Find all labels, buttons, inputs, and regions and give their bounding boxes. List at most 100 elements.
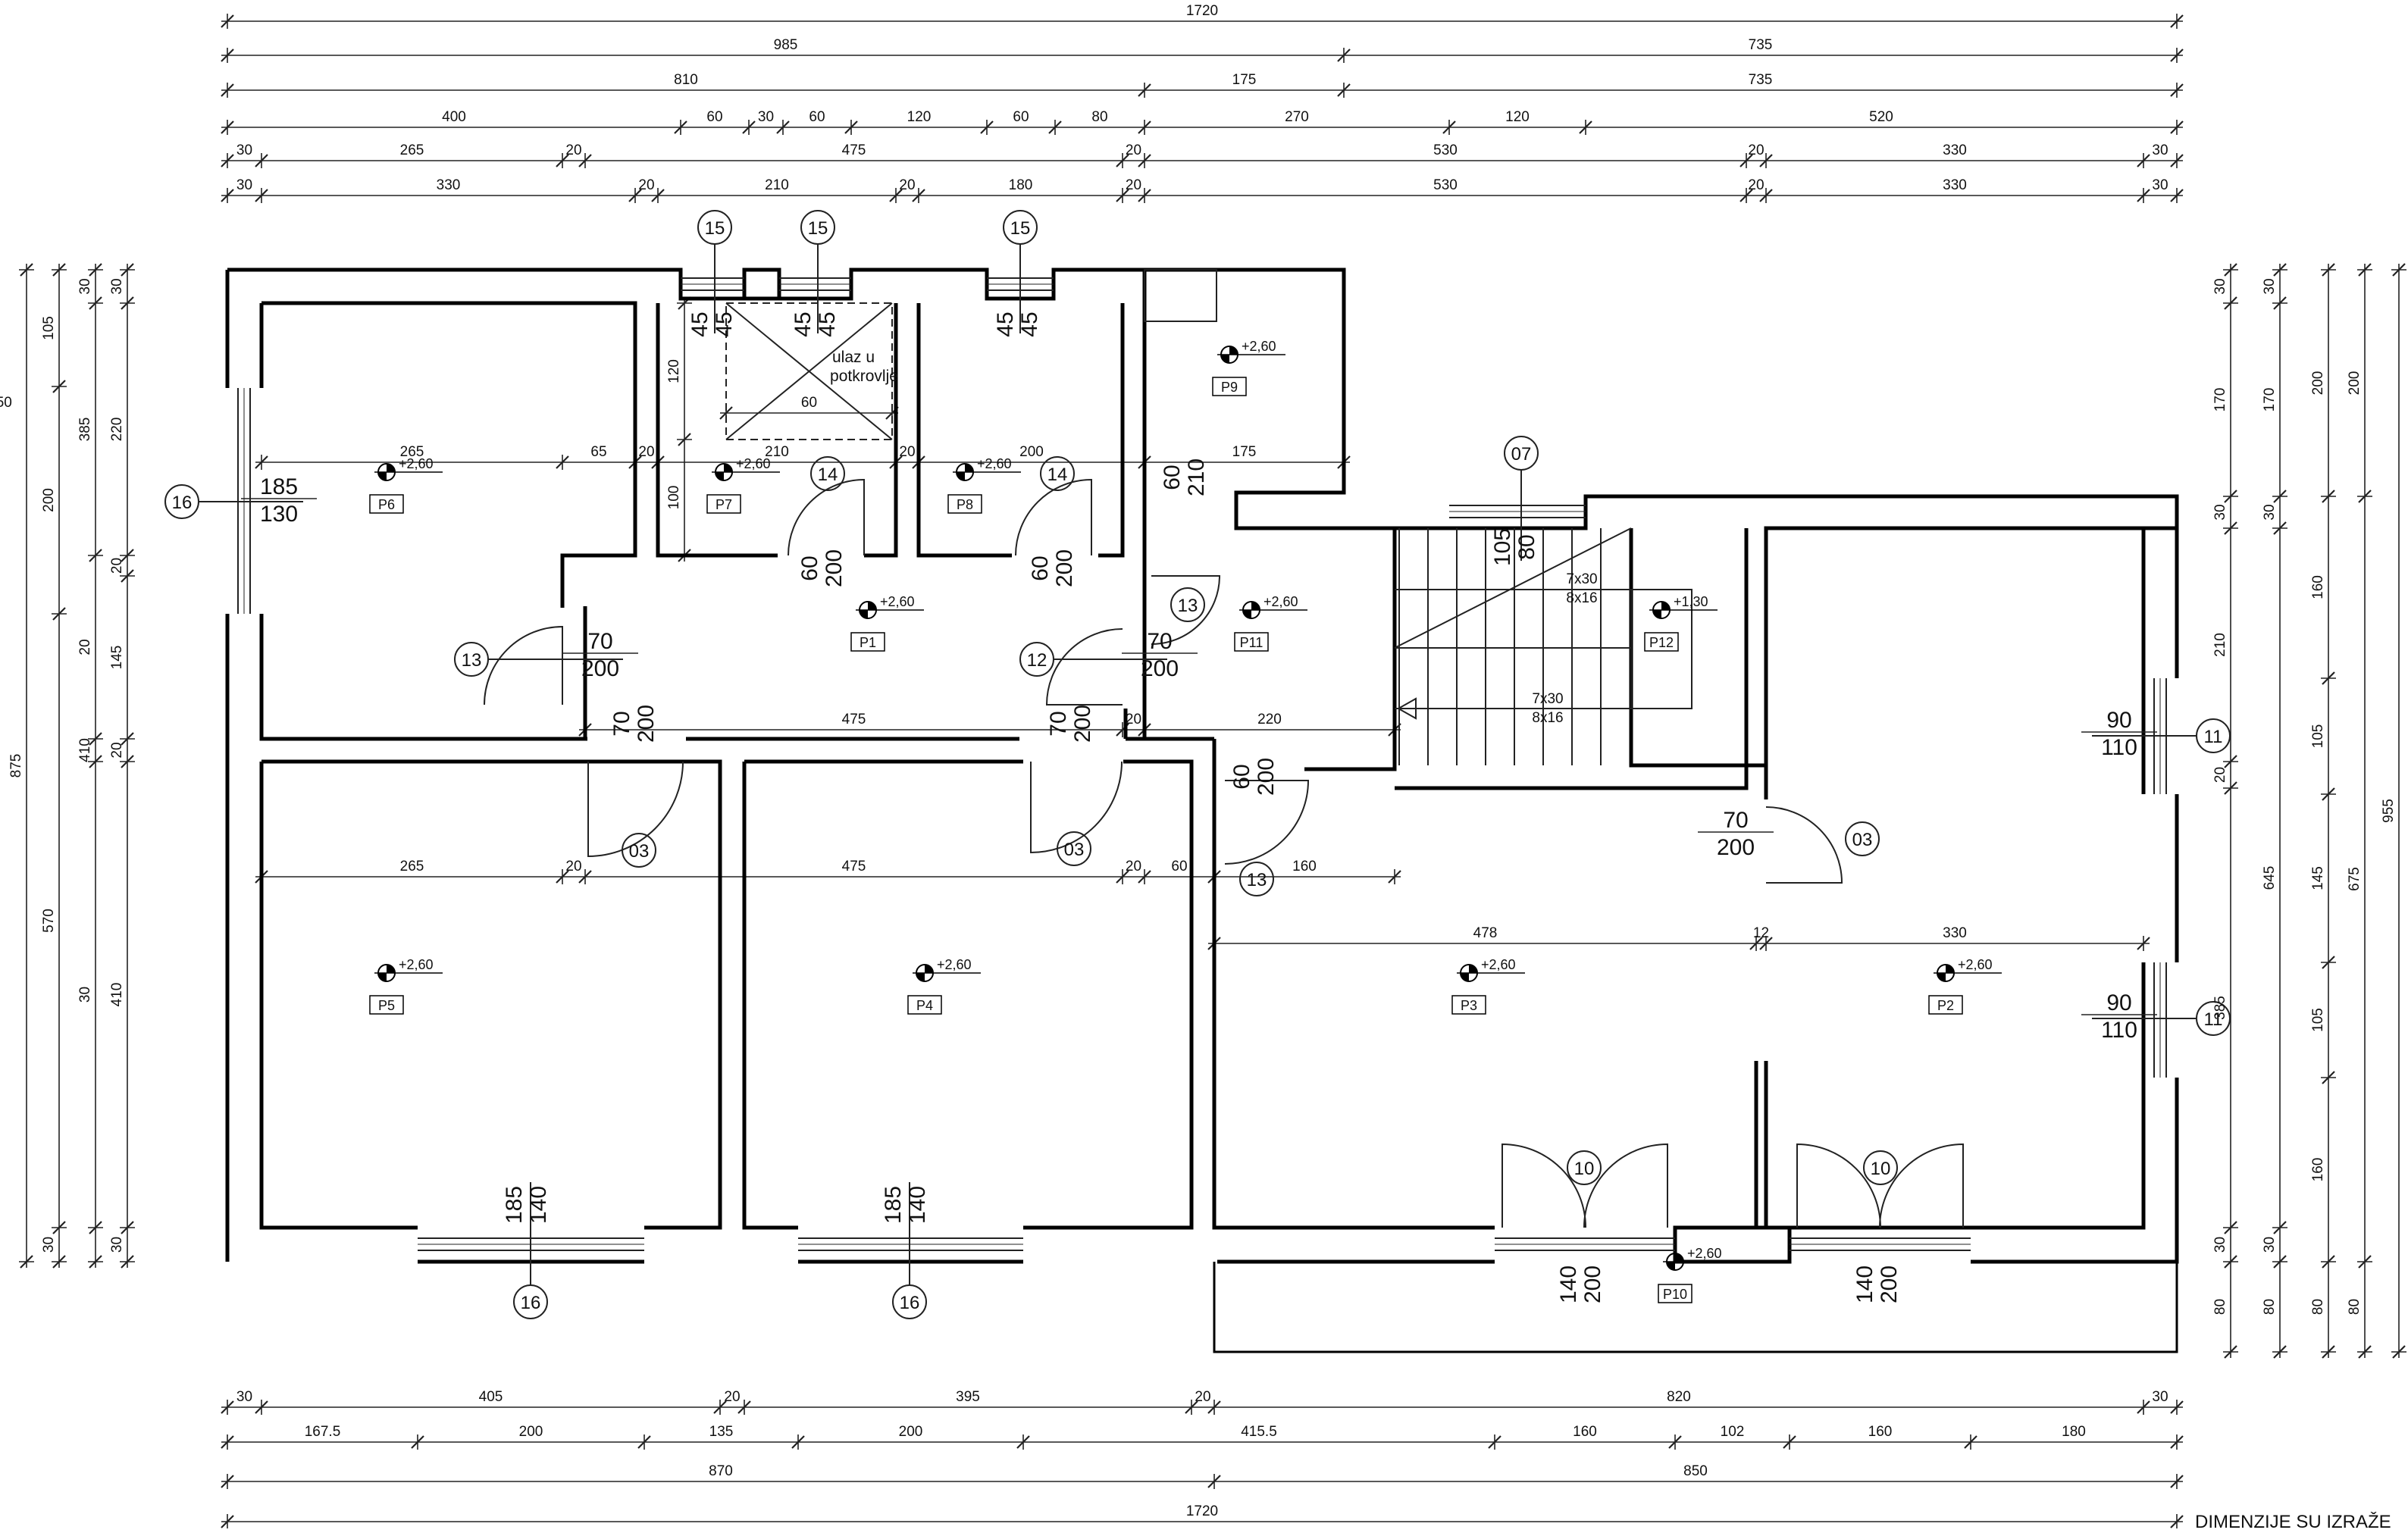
dim-right-4-label: 675 [2347, 867, 2363, 891]
room-label-box [706, 494, 741, 514]
room-label-p12: P12 [1649, 635, 1674, 650]
room-label-box [369, 494, 404, 514]
dim-bot-1-label: 20 [1195, 1389, 1210, 1405]
wall-p11-east [1145, 737, 1495, 1230]
level-symbol-fill [1461, 973, 1469, 981]
attic-hatch [725, 302, 893, 440]
opening-w15a-width: 45 [687, 311, 712, 336]
thin-lines [164, 210, 2231, 1319]
dim-left-4-label: 20 [109, 558, 125, 574]
level-symbol-fill [724, 464, 732, 472]
room-level-p1: +2,60 [880, 594, 915, 609]
level-symbol-fill [1653, 610, 1661, 618]
dim-bot-3-label: 870 [709, 1463, 733, 1479]
dim-right-4-label: 200 [2347, 371, 2363, 396]
attic-entry-label-1: ulaz u [832, 349, 875, 366]
room-label-p10: P10 [1663, 1287, 1687, 1302]
dimension-unit-note: DIMENZIJE SU IZRAŽE [2195, 1512, 2391, 1532]
dim-inner-f-label: 12 [1753, 925, 1769, 941]
dim-bot-1-label: 30 [2152, 1389, 2168, 1405]
dim-right-1-label: 30 [2212, 278, 2228, 294]
dim-right-2-label: 30 [2262, 278, 2278, 294]
room-label-box [850, 632, 885, 652]
dim-top-3-label: 810 [674, 72, 698, 88]
opening-d12-height: 200 [1141, 656, 1179, 681]
room-label-p11: P11 [1240, 635, 1263, 650]
mark-13b-circle [1239, 862, 1274, 896]
door-10d-left [1879, 1143, 1964, 1228]
mark-14a-circle [810, 456, 845, 491]
level-symbol-fill [860, 610, 868, 618]
room-label-box [1234, 632, 1269, 652]
mark-13-left-label: 13 [462, 650, 482, 671]
dim-left-4-label: 220 [109, 418, 125, 442]
opening-d03b-width: 70 [1046, 711, 1071, 736]
mark-07-label: 07 [1511, 444, 1532, 465]
dim-top-4-label: 120 [907, 109, 932, 125]
room-label-box [947, 494, 982, 514]
dim-top-4-label: 120 [1505, 109, 1530, 125]
dim-top-4-label: 60 [809, 109, 825, 125]
level-symbol-fill [1946, 965, 1954, 973]
mark-13a-circle [1170, 587, 1205, 622]
opening-d10b-width: 140 [1852, 1266, 1877, 1303]
opening-d14b-height: 200 [1052, 549, 1077, 587]
stair-upper-label-2: 8x16 [1566, 590, 1597, 606]
p12-box [1630, 589, 1692, 709]
opening-d10b-height: 200 [1877, 1266, 1902, 1303]
dim-top-5-label: 475 [842, 142, 866, 158]
dim-right-2-label: 645 [2262, 866, 2278, 890]
opening-w16-left-height: 130 [260, 502, 298, 527]
opening-w11b-height: 110 [2101, 1018, 2137, 1043]
level-symbol-fill [1251, 602, 1260, 610]
level-symbol-fill [925, 965, 933, 973]
level-symbol-fill [378, 472, 387, 480]
dim-top-6-label: 20 [1748, 177, 1764, 193]
room-label-p5: P5 [378, 998, 395, 1013]
wall-balcony-p10 [1213, 1262, 2178, 1353]
room-level-p5: +2,60 [399, 957, 434, 972]
room-label-box [1658, 1284, 1692, 1303]
stair-lower-label-2: 8x16 [1532, 710, 1563, 726]
dim-top-5-label: 20 [565, 142, 581, 158]
level-symbol-fill [716, 472, 724, 480]
dim-inner-a-label: 20 [638, 444, 654, 460]
opening-w16-left-width: 185 [260, 474, 298, 499]
wall-nw-room-inner [259, 301, 637, 741]
opening-w16b-height: 140 [905, 1186, 930, 1224]
level-symbol-fill [1229, 346, 1238, 355]
room-level-p7: +2,60 [736, 456, 771, 471]
room-label-p9: P9 [1221, 380, 1238, 395]
dim-top-5-label: 20 [1748, 142, 1764, 158]
dim-left-4-label: 145 [109, 646, 125, 670]
dim-right-1-label: 20 [2212, 767, 2228, 783]
opening-w11a-height: 110 [2101, 735, 2137, 760]
mark-15b-label: 15 [808, 218, 828, 239]
dim-right-3-label: 160 [2310, 575, 2326, 599]
dim-bot-1-label: 30 [236, 1389, 252, 1405]
room-label-box [1451, 995, 1486, 1015]
dim-top-5-label: 265 [400, 142, 424, 158]
dim-top-2-label: 985 [774, 37, 798, 53]
dim-right-3-label: 105 [2310, 1008, 2326, 1032]
dim-right-1-label: 210 [2212, 633, 2228, 657]
dim-bot-1-label: 20 [724, 1389, 740, 1405]
mark-14b-label: 14 [1047, 465, 1068, 485]
opening-w11b-width: 90 [2106, 990, 2131, 1015]
dim-bot-2-label: 167.5 [305, 1424, 341, 1440]
room-label-p6: P6 [378, 497, 395, 512]
room-level-p10: +2,60 [1687, 1246, 1722, 1261]
dim-top-5-label: 30 [236, 142, 252, 158]
opening-d14a-height: 200 [822, 549, 847, 587]
door-10a-left [1501, 1143, 1586, 1228]
opening-d03a-height: 200 [634, 705, 659, 743]
dim-left-3-label: 20 [77, 639, 93, 655]
dim-inner-a-label: 210 [765, 444, 789, 460]
level-symbol-fill [1667, 1262, 1675, 1270]
level-symbol-fill [1243, 610, 1251, 618]
dim-left-4-label: 410 [109, 983, 125, 1007]
dim-right-5-label: 955 [2381, 799, 2397, 823]
